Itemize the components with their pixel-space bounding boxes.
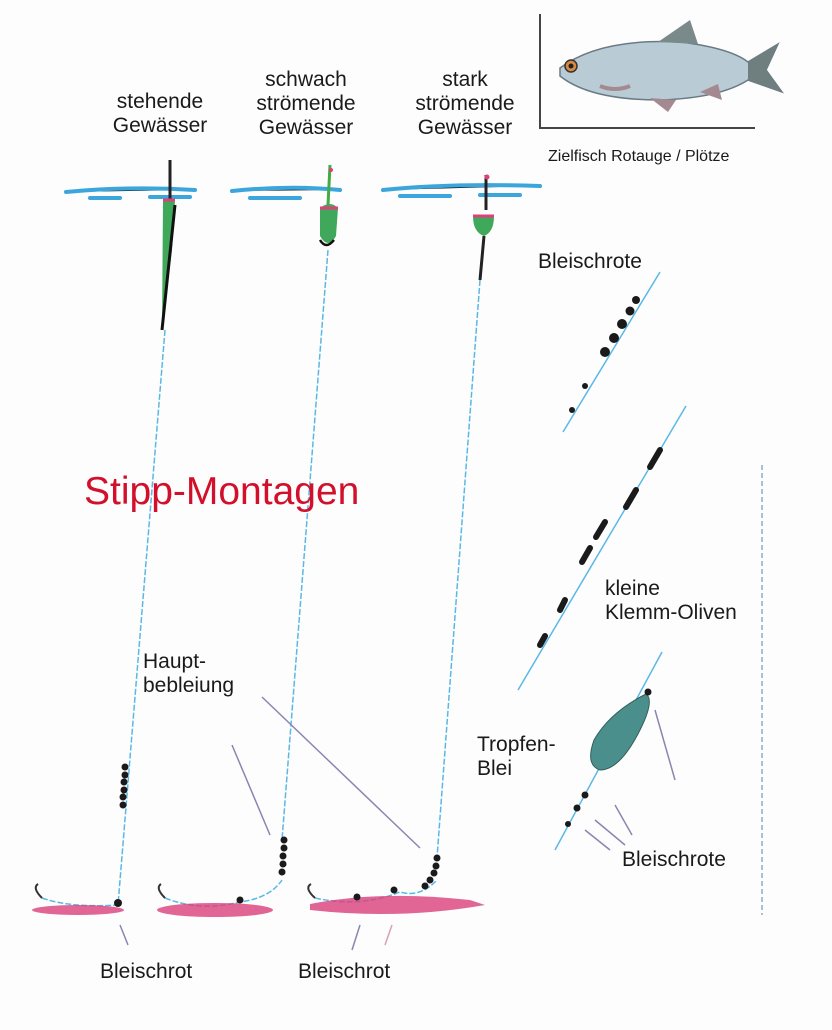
fish-caption: Zielfisch Rotauge / Plötze bbox=[548, 148, 730, 165]
label-line: Haupt- bbox=[143, 650, 207, 673]
rig-klemm-oliven bbox=[517, 405, 687, 691]
fishing-lines bbox=[41, 249, 481, 907]
label-line: Gewässer bbox=[258, 116, 354, 139]
label-line: stehende bbox=[116, 90, 204, 113]
label-hauptbebleiung: Haupt- bebleiung bbox=[143, 650, 234, 698]
water-surface bbox=[64, 183, 542, 200]
label-klemm-oliven: kleine Klemm-Oliven bbox=[605, 577, 737, 625]
label-tropfenblei: Tropfen- Blei bbox=[477, 733, 556, 781]
label-line: schwach bbox=[265, 68, 347, 91]
fish-illustration bbox=[539, 14, 785, 129]
rig-bleischrote bbox=[562, 271, 661, 433]
label-line: Blei bbox=[477, 757, 513, 780]
label-bleischrot-mid: Bleischrot bbox=[298, 960, 391, 983]
rig-tropfenblei bbox=[554, 651, 663, 851]
label-line: Klemm-Oliven bbox=[605, 601, 737, 624]
label-line: Gewässer bbox=[417, 116, 513, 139]
label-line: Tropfen- bbox=[477, 733, 556, 756]
label-bleischrote-top: Bleischrote bbox=[538, 250, 642, 273]
label-line: kleine bbox=[605, 577, 660, 600]
label-line: stark bbox=[442, 68, 488, 91]
float-standing bbox=[160, 160, 177, 331]
column-label-standing: stehende Gewässer bbox=[113, 90, 208, 138]
label-bleischrot-left: Bleischrot bbox=[100, 960, 193, 983]
label-line: strömende bbox=[415, 92, 515, 115]
label-line: Gewässer bbox=[112, 114, 208, 137]
pointer-lines bbox=[119, 696, 676, 951]
hooks bbox=[34, 883, 316, 899]
split-shots bbox=[114, 763, 441, 907]
bottom-beds bbox=[32, 895, 485, 917]
float-strong-current bbox=[473, 174, 494, 281]
label-line: strömende bbox=[256, 92, 356, 115]
label-bleischrote-bottom: Bleischrote bbox=[622, 848, 726, 871]
column-label-weak-current: schwach strömende Gewässer bbox=[256, 68, 355, 140]
label-line: bebleiung bbox=[143, 674, 235, 697]
diagram-title: Stipp-Montagen bbox=[84, 470, 360, 513]
column-label-strong-current: stark strömende Gewässer bbox=[415, 68, 514, 140]
float-weak-current bbox=[318, 164, 338, 247]
